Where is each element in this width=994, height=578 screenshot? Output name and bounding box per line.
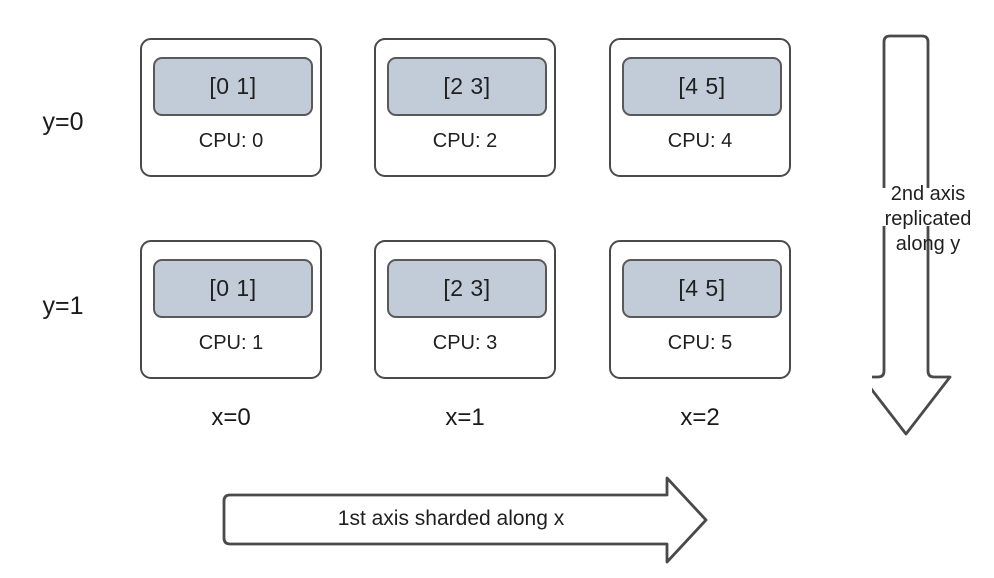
- shard-chip-x0-y0: [0 1]: [153, 57, 313, 116]
- device-card-x2-y1[interactable]: [4 5] CPU: 5: [609, 240, 791, 379]
- shard-chip-x2-y0: [4 5]: [622, 57, 782, 116]
- vertical-arrow-label-line-2: replicated: [884, 208, 972, 230]
- col-label-x2: x=2: [680, 404, 720, 431]
- row-label-y0: y=0: [42, 108, 84, 136]
- shard-chip-x2-y1: [4 5]: [622, 259, 782, 318]
- vertical-arrow-label-line-1: 2nd axis: [890, 183, 966, 205]
- col-label-x0: x=0: [211, 404, 251, 431]
- vertical-arrow-label-line-3: along y: [895, 233, 961, 255]
- cpu-label-x1-y1: CPU: 3: [432, 332, 498, 354]
- device-card-x0-y0[interactable]: [0 1] CPU: 0: [140, 38, 322, 177]
- shard-chip-x0-y1: [0 1]: [153, 259, 313, 318]
- device-card-x2-y0[interactable]: [4 5] CPU: 4: [609, 38, 791, 177]
- horizontal-arrow-label: 1st axis sharded along x: [337, 507, 565, 530]
- col-label-x1: x=1: [445, 404, 485, 431]
- device-card-x1-y0[interactable]: [2 3] CPU: 2: [374, 38, 556, 177]
- cpu-label-x2-y1: CPU: 5: [667, 332, 733, 354]
- right-arrow-icon: [222, 476, 708, 564]
- cpu-label-x0-y0: CPU: 0: [198, 130, 264, 152]
- vertical-arrow-label: 2nd axis replicated along y: [846, 182, 994, 257]
- device-card-x1-y1[interactable]: [2 3] CPU: 3: [374, 240, 556, 379]
- vertical-axis-arrow: [872, 28, 984, 448]
- shard-chip-x1-y0: [2 3]: [387, 57, 547, 116]
- horizontal-axis-arrow: [220, 474, 710, 566]
- cpu-label-x0-y1: CPU: 1: [198, 332, 264, 354]
- cpu-label-x1-y0: CPU: 2: [432, 130, 498, 152]
- shard-chip-x1-y1: [2 3]: [387, 259, 547, 318]
- down-arrow-icon: [872, 34, 952, 436]
- device-card-x0-y1[interactable]: [0 1] CPU: 1: [140, 240, 322, 379]
- cpu-label-x2-y0: CPU: 4: [667, 130, 733, 152]
- row-label-y1: y=1: [42, 292, 84, 320]
